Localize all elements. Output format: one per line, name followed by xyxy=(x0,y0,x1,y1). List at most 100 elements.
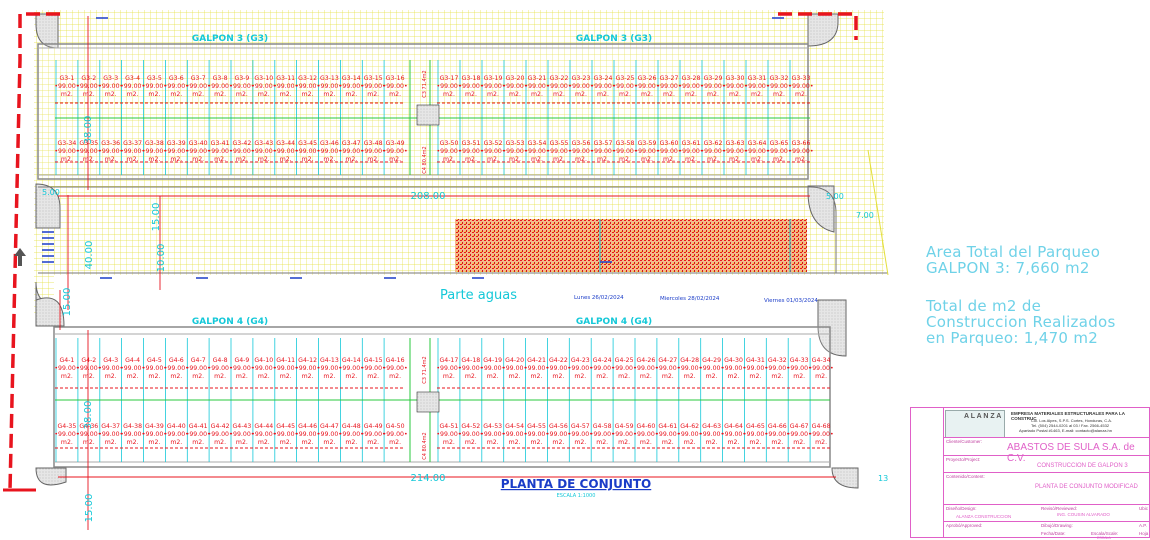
stall-id-label: G3-59 xyxy=(638,140,657,147)
stall-unit-label: m2. xyxy=(684,373,696,380)
company-name: EMPRESA MATERIALES ESTRUCTURALES PARA LA… xyxy=(1011,411,1125,421)
stall-id-label: G4-45 xyxy=(276,423,295,430)
stall-unit-label: m2. xyxy=(280,373,292,380)
stall-id-label: G4-7 xyxy=(191,357,206,364)
plan-title: PLANTA DE CONJUNTO xyxy=(501,477,652,491)
stall-unit-label: m2. xyxy=(302,156,314,163)
stall-unit-label: m2. xyxy=(596,439,608,446)
dim-15-mid: 15.00 xyxy=(151,203,162,232)
stall-unit-label: m2. xyxy=(236,91,248,98)
stall-area-label: •99.00• xyxy=(317,365,342,372)
stall-unit-label: m2. xyxy=(662,373,674,380)
stall-id-label: G3-47 xyxy=(342,140,361,147)
stall-area-label: •99.00• xyxy=(229,148,254,155)
stall-unit-label: m2. xyxy=(148,439,160,446)
stall-id-label: G4-44 xyxy=(254,423,273,430)
stall-area-label: •99.00• xyxy=(699,431,724,438)
stall-unit-label: m2. xyxy=(509,373,521,380)
stall-unit-label: m2. xyxy=(618,373,630,380)
stall-area-label: •99.00• xyxy=(546,365,571,372)
stall-area-label: •99.00• xyxy=(743,365,768,372)
stall-unit-label: m2. xyxy=(707,156,719,163)
stall-id-label: G3-33 xyxy=(792,75,811,82)
stall-unit-label: m2. xyxy=(214,439,226,446)
stall-id-label: G4-51 xyxy=(439,423,458,430)
dim-38-top: 38.00 xyxy=(83,116,94,145)
stall-unit-label: m2. xyxy=(170,91,182,98)
stall-unit-label: m2. xyxy=(773,156,785,163)
stall-area-label: •99.00• xyxy=(339,83,364,90)
stall-id-label: G4-22 xyxy=(549,357,568,364)
galpon3-title-right: GALPON 3 (G3) xyxy=(576,34,652,44)
date-label: Fecha/Date: xyxy=(1041,531,1066,536)
parking-bumpers xyxy=(42,17,784,279)
stall-area-label: •99.00• xyxy=(458,365,483,372)
drawing-label: Dibujó/Drawing: xyxy=(1041,523,1073,528)
stall-unit-label: m2. xyxy=(751,156,763,163)
stall-unit-label: m2. xyxy=(170,156,182,163)
stall-id-label: G3-20 xyxy=(506,75,525,82)
stall-unit-label: m2. xyxy=(706,373,718,380)
stall-id-label: G4-52 xyxy=(461,423,480,430)
company-logo: A L A N Z A xyxy=(945,410,1005,438)
stall-id-label: G4-20 xyxy=(505,357,524,364)
stall-unit-label: m2. xyxy=(487,91,499,98)
stall-unit-label: m2. xyxy=(148,156,160,163)
stall-id-label: G4-59 xyxy=(615,423,634,430)
dim-15-left: 15.00 xyxy=(62,288,73,317)
stall-area-label: •99.00• xyxy=(164,83,189,90)
stall-id-label: G3-36 xyxy=(101,140,120,147)
stall-unit-label: m2. xyxy=(323,439,335,446)
dim-208: 208.00 xyxy=(411,191,446,202)
stall-area-label: •99.00• xyxy=(744,83,769,90)
stall-id-label: G3-62 xyxy=(704,140,723,147)
stall-unit-label: m2. xyxy=(389,439,401,446)
stall-unit-label: m2. xyxy=(597,91,609,98)
stall-area-label: •99.00• xyxy=(590,365,615,372)
stall-area-label: •99.00• xyxy=(98,431,123,438)
stall-unit-label: m2. xyxy=(236,439,248,446)
dim-214: 214.00 xyxy=(411,473,446,484)
stall-id-label: G3-60 xyxy=(660,140,679,147)
stall-id-label: G4-61 xyxy=(658,423,677,430)
stall-id-label: G3-3 xyxy=(103,75,118,82)
stall-area-label: •99.00• xyxy=(788,83,813,90)
stall-unit-label: m2. xyxy=(815,373,827,380)
stall-area-label: •99.00• xyxy=(612,148,637,155)
stall-area-label: •99.00• xyxy=(208,83,233,90)
stall-id-label: G4-10 xyxy=(254,357,273,364)
stall-unit-label: m2. xyxy=(685,156,697,163)
stall-id-label: G4-53 xyxy=(483,423,502,430)
stall-area-label: •99.00• xyxy=(142,148,167,155)
stall-area-label: •99.00• xyxy=(765,365,790,372)
stall-unit-label: m2. xyxy=(663,91,675,98)
stall-area-label: •99.00• xyxy=(208,365,233,372)
stall-area-label: •99.00• xyxy=(809,365,834,372)
company-address-3: Apartado Postal #1463, E-mail: contacto@… xyxy=(1019,428,1113,433)
stall-unit-label: m2. xyxy=(640,439,652,446)
stall-unit-label: m2. xyxy=(258,156,270,163)
stall-unit-label: m2. xyxy=(345,91,357,98)
stall-unit-label: m2. xyxy=(127,373,139,380)
stall-area-label: •99.00• xyxy=(568,83,593,90)
stall-unit-label: m2. xyxy=(443,156,455,163)
stall-area-label: •99.00• xyxy=(186,431,211,438)
stall-unit-label: m2. xyxy=(465,373,477,380)
stall-unit-label: m2. xyxy=(61,373,73,380)
stall-area-label: •99.00• xyxy=(590,148,615,155)
stall-id-label: G3-22 xyxy=(550,75,569,82)
property-boundary xyxy=(8,12,858,491)
stall-area-label: •99.00• xyxy=(721,365,746,372)
stall-id-label: G3-50 xyxy=(440,140,459,147)
stall-id-label: G3-15 xyxy=(364,75,383,82)
stall-unit-label: m2. xyxy=(302,439,314,446)
stall-unit-label: m2. xyxy=(192,91,204,98)
stall-unit-label: m2. xyxy=(236,373,248,380)
stall-id-label: G4-21 xyxy=(527,357,546,364)
stall-area-label: •99.00• xyxy=(765,431,790,438)
stall-id-label: G3-66 xyxy=(792,140,811,147)
stall-unit-label: m2. xyxy=(531,156,543,163)
stall-unit-label: m2. xyxy=(619,156,631,163)
stall-id-label: G4-55 xyxy=(527,423,546,430)
stall-unit-label: m2. xyxy=(487,439,499,446)
